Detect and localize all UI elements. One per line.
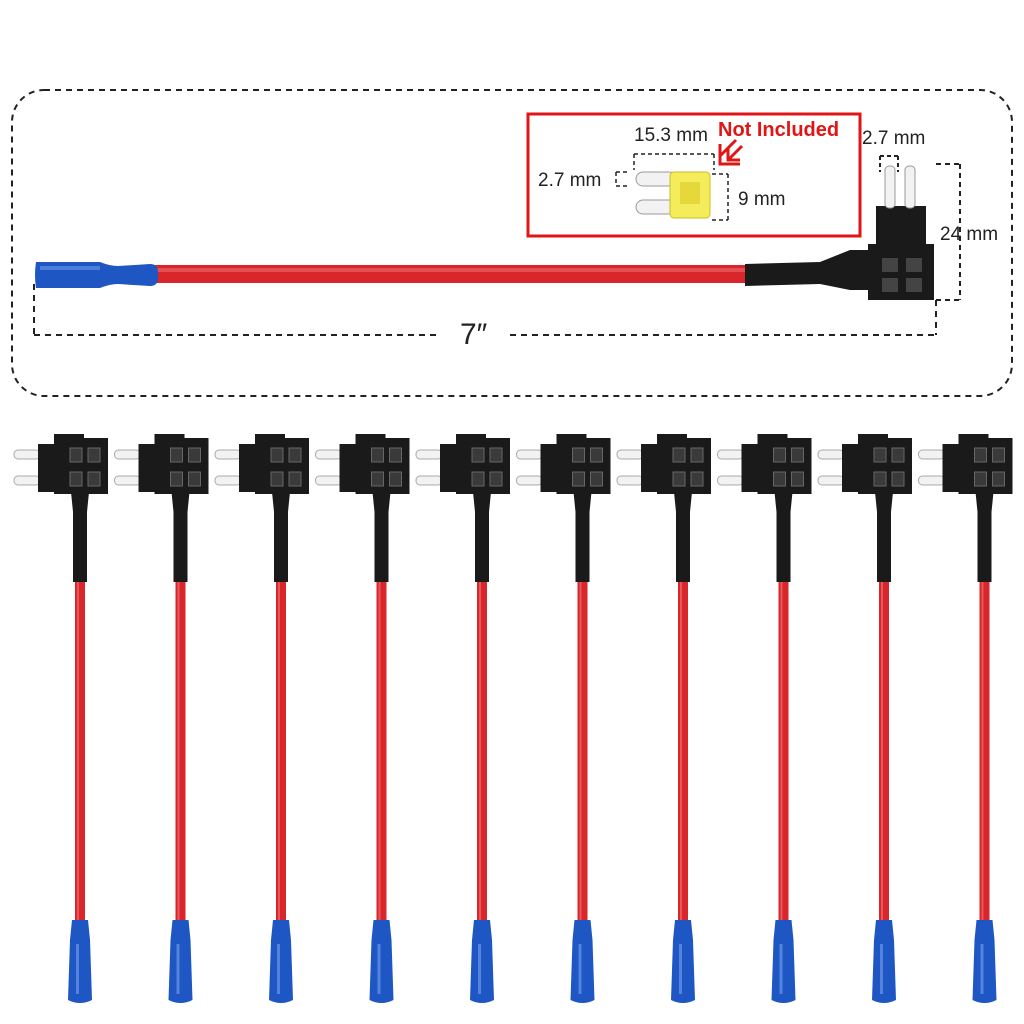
fuse-tap-item — [516, 434, 611, 1003]
fuse-tap-row — [13, 434, 1013, 1003]
main-wire-assembly — [35, 165, 934, 300]
fuse-blade-gap-label: 2.7 mm — [538, 170, 602, 191]
fuse-tap-item — [114, 434, 209, 1003]
holder-blade-dimension — [879, 155, 899, 172]
fuse-tap-item — [918, 434, 1013, 1003]
fuse-callout-box — [526, 112, 862, 238]
fuse-tap-item — [315, 434, 410, 1003]
not-included-label: Not Included — [718, 119, 840, 141]
main-terminal — [35, 262, 158, 288]
fuse-tap-item — [717, 434, 812, 1003]
fuse-tap-item — [214, 434, 309, 1003]
main-fuse-holder — [868, 244, 934, 300]
length-label: 7″ — [460, 318, 488, 351]
fuse-tap-item — [415, 434, 510, 1003]
fuse-height-label: 9 mm — [738, 189, 786, 210]
length-dimension-line — [33, 284, 937, 336]
holder-height-dimension — [936, 163, 961, 301]
fuse-tap-item — [817, 434, 912, 1003]
fuse-tap-item — [13, 434, 108, 1003]
fuse-width-label: 15.3 mm — [634, 125, 708, 146]
fuse-tap-item — [616, 434, 711, 1003]
holder-height-label: 24 mm — [940, 224, 999, 245]
double-chevron-down-left-icon — [718, 138, 744, 166]
main-wire — [150, 265, 752, 283]
detail-frame — [11, 89, 1013, 397]
mini-fuse — [615, 153, 729, 221]
holder-blade-label: 2.7 mm — [862, 128, 926, 149]
